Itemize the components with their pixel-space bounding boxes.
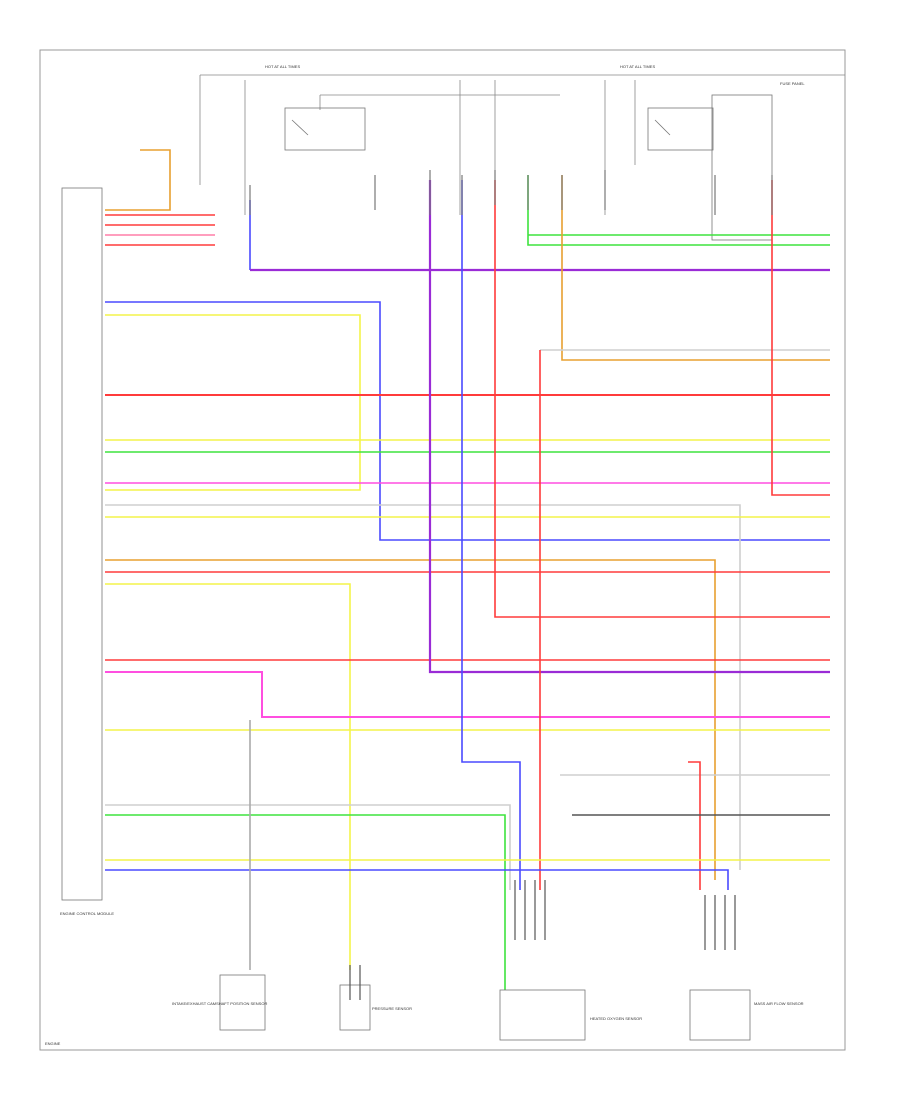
wire-blue-1 bbox=[105, 301, 830, 541]
relay-left bbox=[284, 107, 366, 151]
wire-blue-3 bbox=[105, 869, 729, 890]
wire-green-3 bbox=[105, 814, 506, 990]
wire-orange-top bbox=[105, 149, 171, 211]
connector-stubs-bottom bbox=[349, 880, 736, 1000]
wire-red-long bbox=[494, 180, 830, 618]
wires bbox=[105, 149, 830, 990]
label-left-sensor: INTAKE/EXHAUST CAMSHAFT POSITION SENSOR bbox=[172, 1001, 267, 1006]
wire-yellow-4 bbox=[105, 583, 351, 970]
connector-stubs-top bbox=[249, 170, 773, 215]
relay-module-right bbox=[711, 94, 773, 241]
left-sensor-box bbox=[219, 974, 266, 1031]
relay-right bbox=[647, 107, 714, 151]
label-fuse-box: FUSE PANEL bbox=[780, 81, 805, 86]
diagram-border bbox=[39, 49, 846, 1051]
right-sensor-box bbox=[499, 989, 586, 1041]
wire-orange-3 bbox=[105, 559, 716, 880]
far-right-box bbox=[689, 989, 751, 1041]
wire-red-right bbox=[771, 180, 830, 496]
label-far-right: MASS AIR FLOW SENSOR bbox=[754, 1001, 804, 1006]
wire-orange-2 bbox=[561, 175, 830, 361]
label-hot-right: HOT AT ALL TIMES bbox=[620, 64, 655, 69]
center-sensor-box bbox=[339, 984, 371, 1031]
wire-yellow-1 bbox=[105, 314, 361, 491]
ecm-connector bbox=[61, 187, 103, 901]
wire-blue-2 bbox=[461, 180, 521, 890]
wire-pink-4 bbox=[105, 671, 830, 718]
wire-red-6 bbox=[688, 761, 701, 890]
label-hot-left: HOT AT ALL TIMES bbox=[265, 64, 300, 69]
label-right-sensor: HEATED OXYGEN SENSOR bbox=[590, 1016, 642, 1021]
label-page-id: ENGINE bbox=[45, 1041, 61, 1046]
label-center-sensor: PRESSURE SENSOR bbox=[372, 1006, 412, 1011]
power-bus bbox=[199, 74, 845, 215]
wire-grey-4 bbox=[105, 804, 511, 890]
label-ecm: ENGINE CONTROL MODULE bbox=[60, 911, 114, 916]
wire-grey-2 bbox=[105, 504, 741, 870]
wire-purple-2 bbox=[428, 180, 830, 674]
